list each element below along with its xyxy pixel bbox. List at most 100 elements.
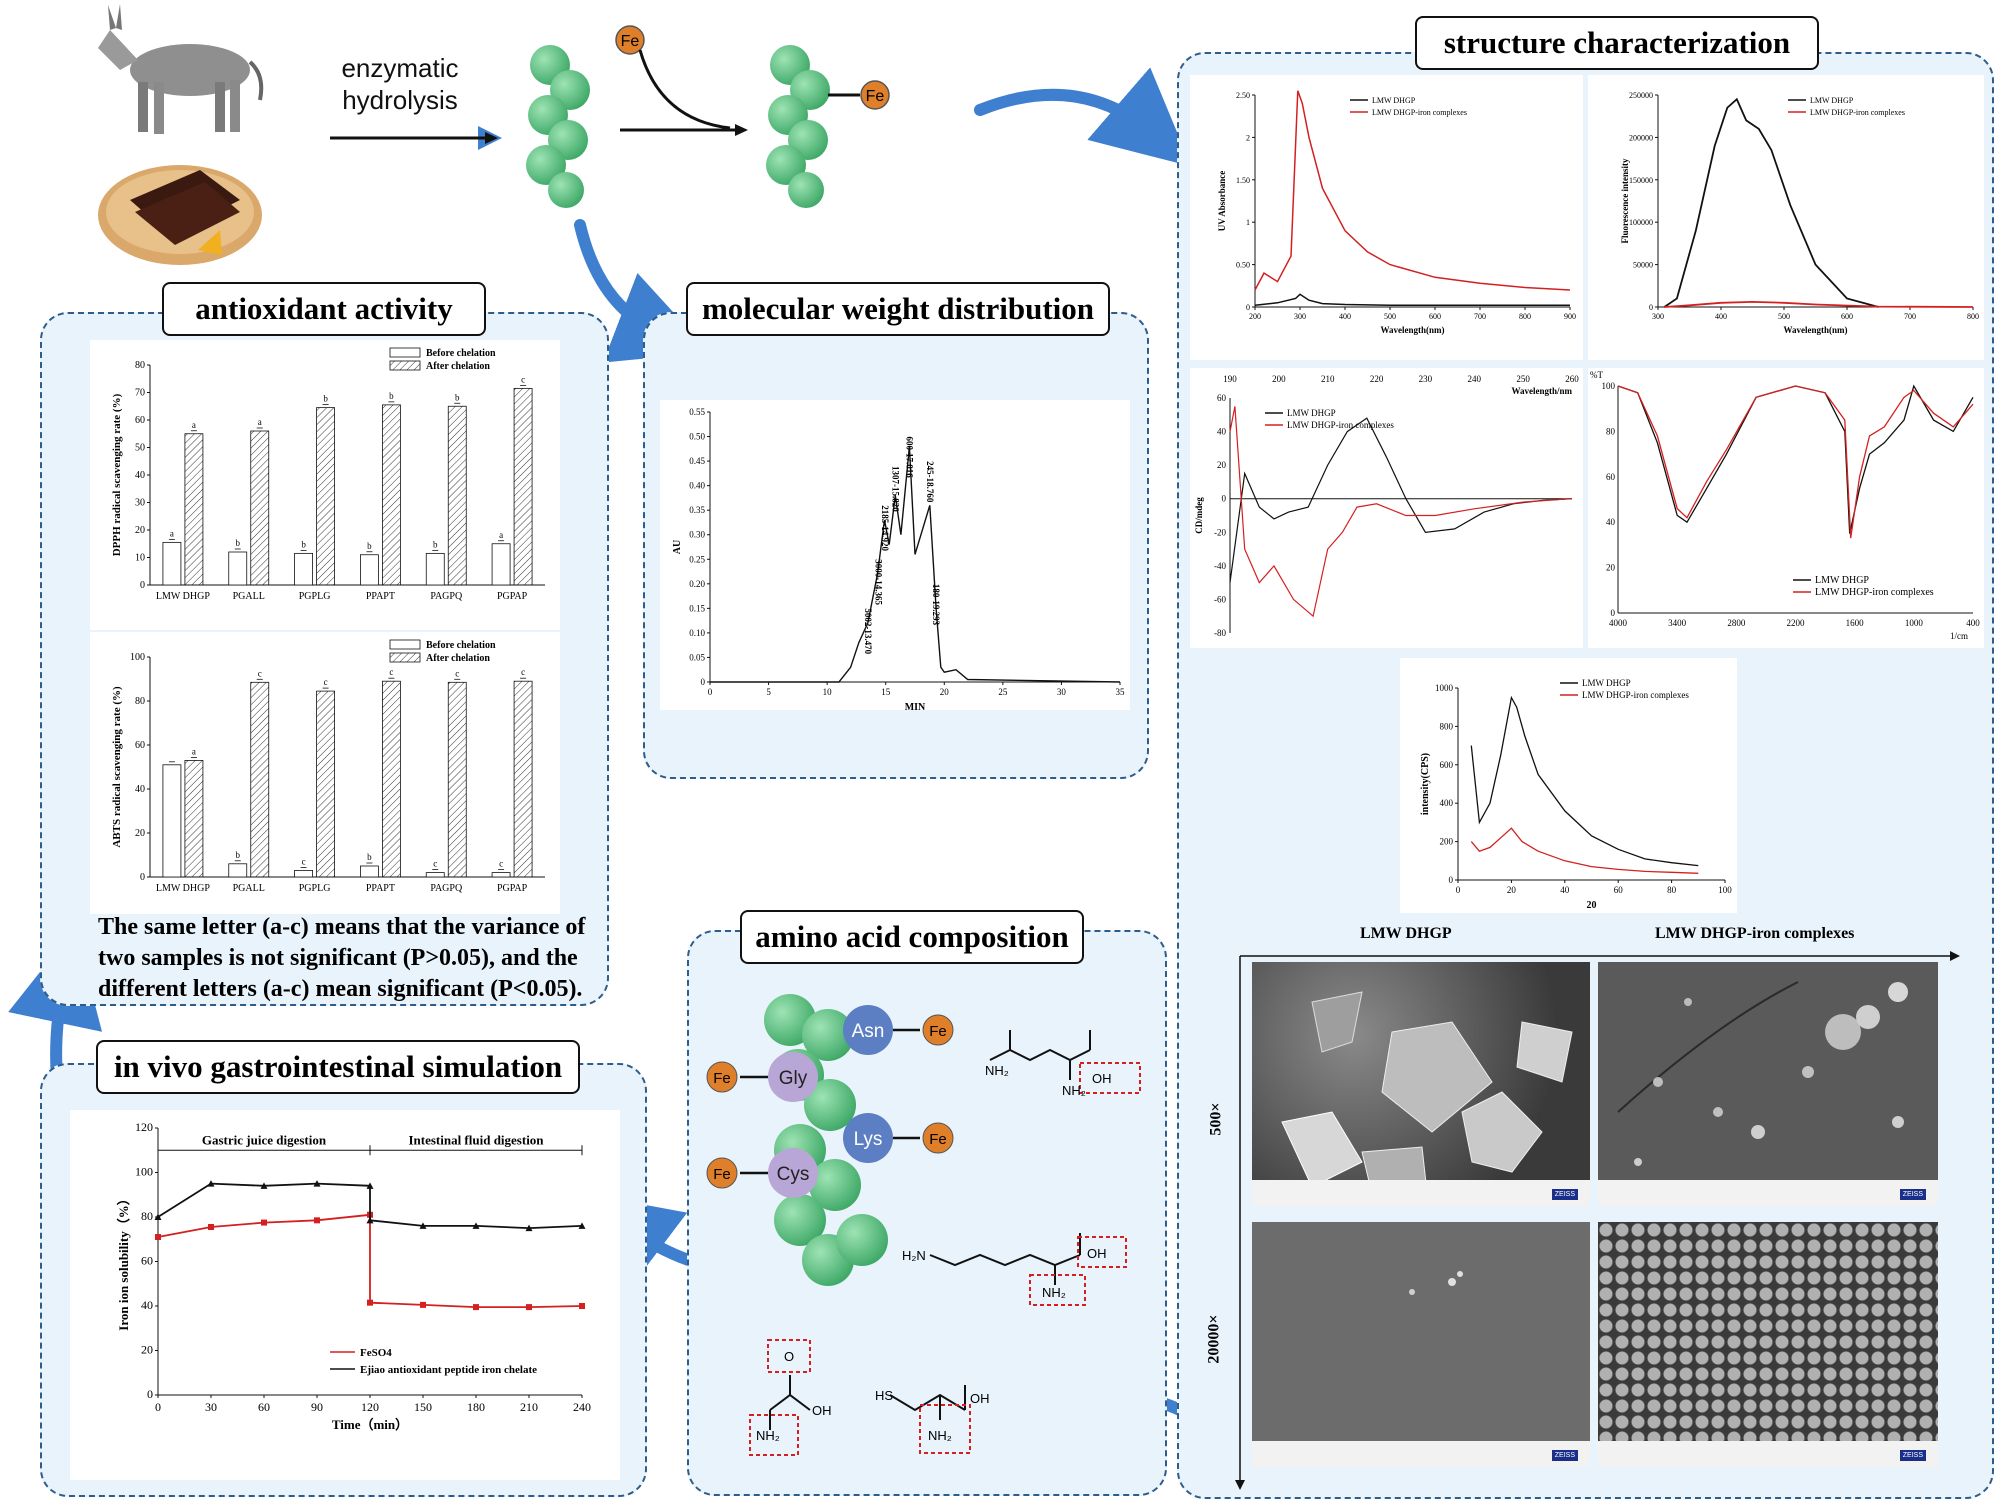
x-tick-label: 120 (361, 1400, 379, 1414)
hydrolysis-label-line2: hydrolysis (342, 85, 458, 115)
x-tick-label: 500 (1778, 312, 1790, 321)
y-tick-label: 0 (1611, 608, 1616, 618)
y-tick-label: 0 (1222, 494, 1227, 504)
data-point (420, 1301, 426, 1308)
y-tick-label: 0 (140, 580, 145, 591)
chromatogram-trace (710, 446, 1121, 683)
y-tick-label: 200000 (1629, 133, 1653, 142)
significance-letter: b (389, 391, 394, 401)
data-point (525, 1224, 533, 1232)
significance-letter: c (521, 374, 525, 384)
y-axis-label: %T (1590, 370, 1603, 380)
y-tick-label: 0.45 (689, 456, 705, 466)
y-tick-label: 0 (140, 872, 145, 883)
data-point (155, 1234, 161, 1241)
svg-text:OH: OH (812, 1403, 832, 1418)
x-tick-label: 30 (1057, 687, 1067, 697)
y-tick-label: 0.20 (689, 579, 705, 589)
arrow-to-structure (974, 67, 1192, 167)
gly-structure (749, 1339, 811, 1456)
x-tick-label: 400 (1339, 312, 1351, 321)
category-label: PGALL (233, 591, 265, 602)
residue-cys: Cys Fe (706, 1148, 818, 1198)
bar (316, 690, 335, 878)
legend-swatch (389, 639, 421, 650)
significance-letter: c (324, 677, 328, 687)
legend-label: Ejiao antioxidant peptide iron chelate (360, 1364, 537, 1376)
legend-label: After chelation (426, 653, 490, 664)
bar (360, 865, 379, 878)
donkey-illustration (98, 4, 264, 134)
significance-letter: b (367, 852, 372, 862)
x-tick-label: 240 (573, 1400, 591, 1414)
legend-label: Before chelation (426, 640, 496, 651)
y-axis-label: DPPH radical scavenging rate (%) (111, 393, 123, 556)
y-tick-label: 600 (1440, 760, 1454, 770)
bar (250, 681, 270, 878)
x-tick-label: 800 (1519, 312, 1531, 321)
significance-letter: c (302, 856, 306, 866)
x-tick-label: 190 (1223, 374, 1237, 384)
y-tick-label: 70 (135, 388, 145, 399)
y-tick-label: 0.35 (689, 505, 705, 515)
svg-text:NH₂: NH₂ (756, 1428, 780, 1443)
y-tick-label: 1000 (1435, 683, 1454, 693)
bar (382, 404, 401, 586)
significance-letter: c (521, 667, 525, 677)
x-tick-label: 600 (1429, 312, 1441, 321)
x-tick-label: 2800 (1727, 618, 1746, 628)
svg-text:NH₂: NH₂ (985, 1063, 1009, 1078)
category-label: PAGPQ (430, 883, 463, 894)
y-tick-label: 250000 (1629, 91, 1653, 100)
category-label: LMW DHGP (156, 883, 210, 894)
y-tick-label: 40 (1606, 517, 1616, 527)
hydrolysis-label: enzymatic hydrolysis (330, 52, 470, 116)
sem-info-bar (1598, 1180, 1938, 1206)
data-point (367, 1299, 373, 1306)
cys-structure (889, 1385, 971, 1454)
y-tick-label: 20 (1606, 563, 1616, 573)
bar (425, 552, 445, 586)
top-scheme: Fe Fe (330, 25, 890, 208)
data-point (260, 1182, 268, 1189)
legend-label: LMW DHGP-iron complexes (1582, 690, 1689, 700)
significance-letter: b (236, 538, 241, 548)
antioxidant-panel-title: antioxidant activity (162, 282, 486, 336)
gi-panel-title: in vivo gastrointestinal simulation (96, 1040, 580, 1094)
peak-annotation: 180-19.293 (931, 584, 941, 626)
x-tick-label: 700 (1474, 312, 1486, 321)
legend-label: LMW DHGP (1372, 96, 1416, 105)
x-tick-label: 0 (155, 1400, 161, 1414)
y-tick-label: 50 (135, 443, 145, 454)
category-label: PGPAP (497, 591, 528, 602)
x-tick-label: 400 (1966, 618, 1980, 628)
svg-text:Cys: Cys (777, 1164, 810, 1185)
sem-image-complex-20000x: ZEISS (1598, 1222, 1938, 1467)
legend-label: LMW DHGP-iron complexes (1815, 587, 1934, 598)
x-tick-label: 400 (1715, 312, 1727, 321)
bar (162, 764, 182, 878)
y-tick-label: 20 (141, 1343, 153, 1357)
hydrolysis-label-line1: enzymatic (341, 53, 459, 83)
svg-text:OH: OH (1092, 1071, 1112, 1086)
bar (184, 759, 204, 878)
x-tick-label: 80 (1667, 885, 1677, 895)
significance-letter: b (455, 392, 460, 402)
legend-label: LMW DHGP (1815, 575, 1869, 586)
x-axis-label: MIN (905, 702, 926, 710)
significance-letter: c (433, 859, 437, 869)
bar (316, 407, 335, 586)
x-tick-label: 35 (1116, 687, 1126, 697)
significance-letter: b (236, 850, 241, 860)
asn-labels: NH₂ NH₂ OH (985, 1063, 1112, 1098)
bar (360, 554, 379, 586)
y-tick-label: 100000 (1629, 218, 1653, 227)
data-point (154, 1213, 162, 1220)
residue-asn: Asn Fe (843, 1005, 954, 1055)
peak-annotation: 600-17.016 (904, 437, 914, 479)
x-tick-label: 230 (1419, 374, 1433, 384)
